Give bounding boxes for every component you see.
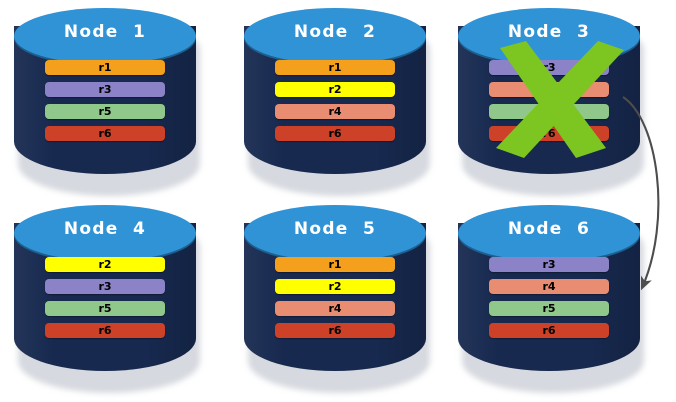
record-bar[interactable]: r2 <box>275 279 395 294</box>
record-list: r1 r2 r4 r6 <box>275 60 395 148</box>
node-6[interactable]: Node 6 r3 r4 r5 r6 <box>458 205 644 393</box>
node-label: Node 3 <box>507 22 591 42</box>
record-bar[interactable]: r6 <box>275 323 395 338</box>
record-list: r1 r3 r5 r6 <box>45 60 165 148</box>
record-bar[interactable]: r5 <box>489 301 609 316</box>
record-bar[interactable]: r2 <box>45 257 165 272</box>
record-bar[interactable]: r4 <box>489 82 609 97</box>
record-bar[interactable]: r1 <box>45 60 165 75</box>
record-bar[interactable]: r6 <box>45 323 165 338</box>
node-label: Node 4 <box>63 219 147 239</box>
record-bar[interactable]: r5 <box>45 104 165 119</box>
record-bar[interactable]: r4 <box>275 301 395 316</box>
cylinder-top <box>14 8 196 64</box>
cylinder-top <box>244 205 426 261</box>
record-bar[interactable]: r6 <box>489 126 609 141</box>
cylinder-top <box>14 205 196 261</box>
record-bar[interactable]: r1 <box>275 257 395 272</box>
record-bar[interactable]: r4 <box>489 279 609 294</box>
node-4[interactable]: Node 4 r2 r3 r5 r6 <box>14 205 200 393</box>
node-label: Node 5 <box>293 219 377 239</box>
record-list: r3 r4 r5 r6 <box>489 60 609 148</box>
record-bar[interactable]: r5 <box>45 301 165 316</box>
node-2[interactable]: Node 2 r1 r2 r4 r6 <box>244 8 430 196</box>
record-bar[interactable]: r3 <box>45 82 165 97</box>
node-label: Node 1 <box>63 22 147 42</box>
node-1[interactable]: Node 1 r1 r3 r5 r6 <box>14 8 200 196</box>
record-bar[interactable]: r1 <box>275 60 395 75</box>
node-label: Node 2 <box>293 22 377 42</box>
node-label: Node 6 <box>507 219 591 239</box>
record-bar[interactable]: r2 <box>275 82 395 97</box>
cylinder-top <box>458 205 640 261</box>
record-bar[interactable]: r4 <box>275 104 395 119</box>
record-list: r2 r3 r5 r6 <box>45 257 165 345</box>
record-bar[interactable]: r6 <box>45 126 165 141</box>
record-bar[interactable]: r3 <box>45 279 165 294</box>
cylinder-top <box>244 8 426 64</box>
record-list: r3 r4 r5 r6 <box>489 257 609 345</box>
record-bar[interactable]: r6 <box>275 126 395 141</box>
record-list: r1 r2 r4 r6 <box>275 257 395 345</box>
record-bar[interactable]: r3 <box>489 60 609 75</box>
node-3[interactable]: Node 3 r3 r4 r5 r6 <box>458 8 644 196</box>
record-bar[interactable]: r5 <box>489 104 609 119</box>
node-5[interactable]: Node 5 r1 r2 r4 r6 <box>244 205 430 393</box>
record-bar[interactable]: r3 <box>489 257 609 272</box>
record-bar[interactable]: r6 <box>489 323 609 338</box>
